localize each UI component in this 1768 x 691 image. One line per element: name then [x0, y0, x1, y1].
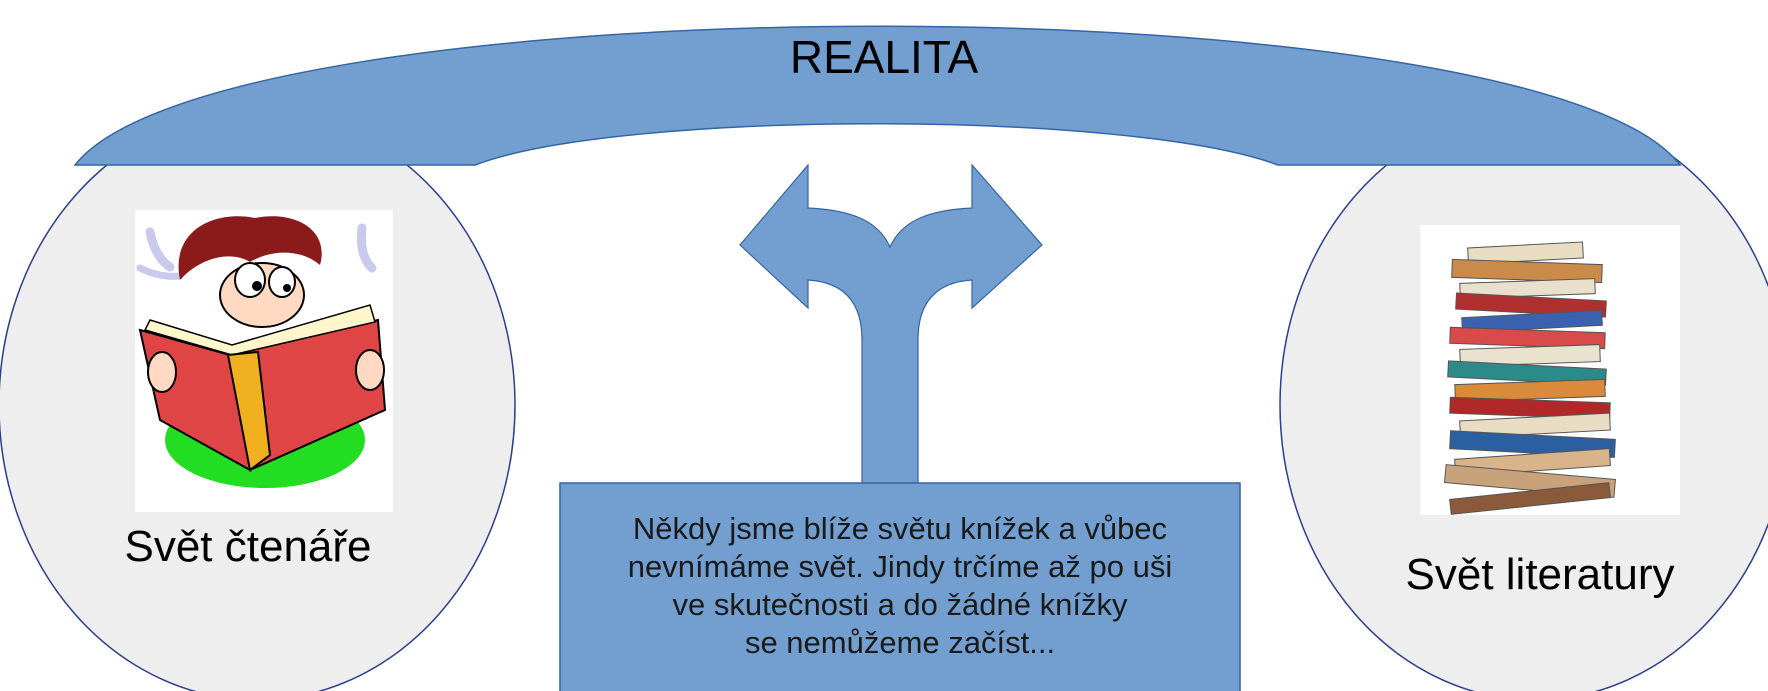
note-line: nevnímáme svět. Jindy trčíme až po uši — [627, 549, 1173, 584]
reader-world-label: Svět čtenáře — [124, 522, 372, 571]
note-line: se nemůžeme začíst... — [744, 625, 1056, 660]
note-line: Někdy jsme blíže světu knížek a vůbec — [632, 511, 1168, 546]
note-box — [559, 482, 1241, 691]
reality-arc — [73, 25, 1682, 166]
center-note-text: Někdy jsme blíže světu knížek a vůbec ne… — [560, 510, 1240, 662]
split-arrow-icon — [739, 163, 1043, 486]
note-line: ve skutečnosti a do žádné knížky — [672, 587, 1128, 622]
literature-world-label: Svět literatury — [1405, 550, 1675, 599]
reality-label: REALITA — [789, 31, 979, 83]
book-stack-icon — [1420, 225, 1680, 515]
reading-boy-icon — [135, 210, 393, 512]
